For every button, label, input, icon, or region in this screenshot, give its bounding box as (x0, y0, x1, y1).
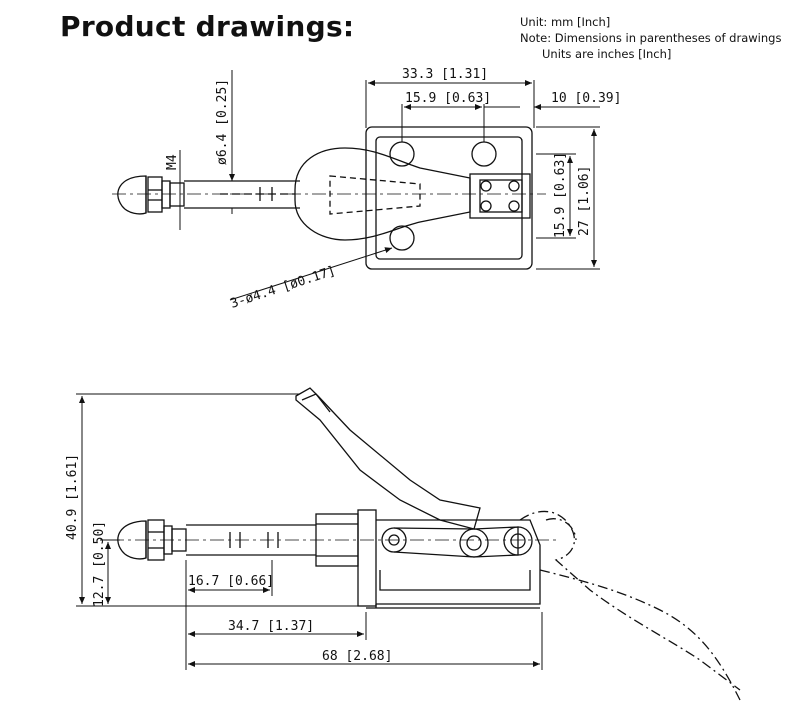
dim-hole-pitch-v: 15.9 [0.63] (553, 152, 568, 238)
dim-axis-height: 12.7 [0.50] (92, 521, 107, 607)
top-hole-2 (471, 141, 497, 167)
side-knob (117, 520, 147, 560)
dim-stroke: 16.7 [0.66] (188, 574, 274, 589)
side-pivot-2 (459, 528, 489, 558)
page-title: Product drawings: (60, 10, 355, 43)
top-view (112, 126, 546, 270)
dim-hole-spacing: 15.9 [0.63] (405, 91, 491, 106)
side-handle-open (519, 510, 741, 691)
dim-overall: 68 [2.68] (322, 649, 392, 664)
top-knob (117, 175, 147, 215)
dim-height: 40.9 [1.61] (65, 454, 80, 540)
top-base-plate (365, 126, 533, 270)
dim-total-height: 27 [1.06] (577, 166, 592, 236)
top-hole-1 (389, 141, 415, 167)
top-clevis (469, 173, 531, 219)
dim-right-offset: 10 [0.39] (551, 91, 621, 106)
side-handle (295, 387, 481, 530)
top-nut-2 (161, 180, 171, 209)
dim-rod-diameter: ø6.4 [0.25] (215, 79, 230, 165)
unit-note: Unit: mm [Inch] Note: Dimensions in pare… (520, 14, 781, 62)
dim-mid: 34.7 [1.37] (228, 619, 314, 634)
dim-total-width: 33.3 [1.31] (402, 67, 488, 82)
dim-thread: M4 (165, 154, 180, 170)
note-line: Note: Dimensions in parentheses of drawi… (520, 31, 782, 45)
top-nut-1 (147, 176, 163, 213)
unit-line: Unit: mm [Inch] (520, 15, 611, 29)
note-line-2: Units are inches [Inch] (542, 47, 672, 61)
dim-holes: 3-ø4.4 [ø0.17] (229, 264, 338, 312)
side-bracket (357, 509, 377, 607)
top-view-dims (179, 70, 600, 301)
side-view-dims (76, 393, 543, 670)
top-hole-3 (389, 225, 415, 251)
side-view (110, 387, 741, 701)
